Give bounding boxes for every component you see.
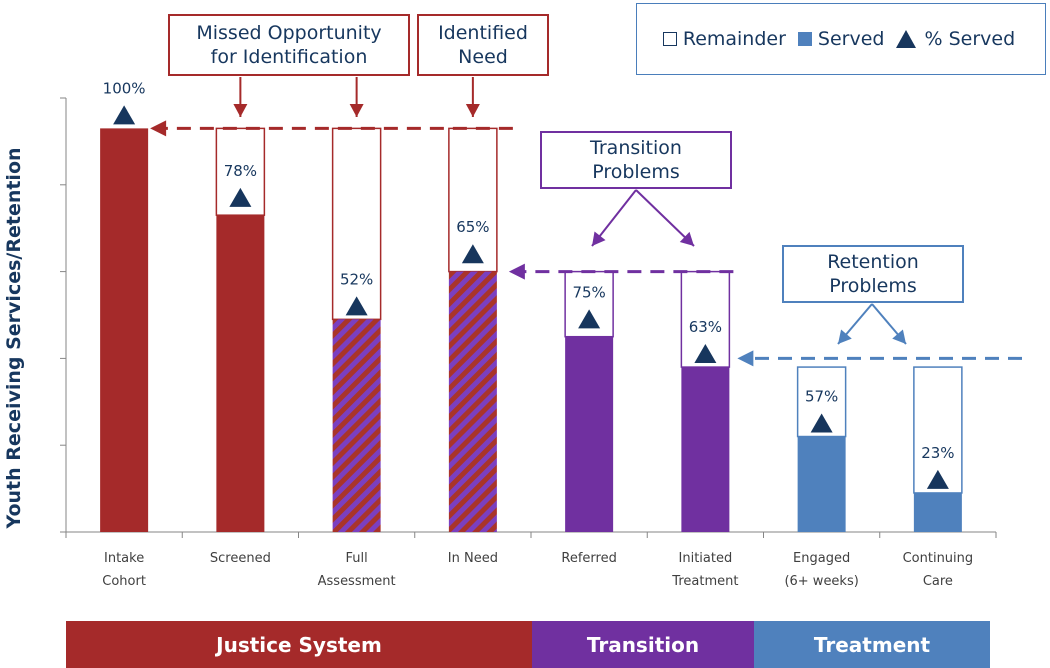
- pct-marker-triangle: [345, 296, 368, 316]
- pct-served-label: 52%: [340, 270, 373, 288]
- band-transition: Transition: [532, 621, 754, 668]
- triangle-marker-icon: [896, 30, 917, 48]
- callout-transition-line1: Transition: [590, 137, 682, 159]
- legend-item-served: Served: [797, 28, 885, 50]
- legend-swatch-remainder: [662, 32, 677, 46]
- reference-line-treatment-head: [737, 350, 754, 367]
- legend-label-served: Served: [817, 28, 885, 50]
- legend-swatch-served: [797, 32, 812, 46]
- category-label: In Need: [448, 551, 498, 566]
- callout-missed-opportunity: Missed Opportunity for Identification: [168, 14, 410, 76]
- callout-arrow-transition-referred-head: [592, 231, 606, 246]
- callout-arrow-transition-initiated: [635, 189, 695, 247]
- pct-marker-triangle: [113, 105, 136, 125]
- callout-retention-line2: Problems: [829, 275, 917, 297]
- legend-label-pct-served: % Served: [924, 28, 1016, 50]
- bar-served: [332, 319, 381, 532]
- pct-served-label: 23%: [921, 444, 954, 462]
- bar-remainder: [680, 270, 731, 368]
- category-label: Screened: [210, 551, 271, 566]
- callout-arrow-identified-head: [465, 104, 480, 117]
- pct-served-label: 78%: [224, 162, 257, 180]
- legend-item-pct-served: % Served: [896, 28, 1015, 50]
- pct-marker-triangle: [578, 309, 601, 329]
- band-label-justice-system: Justice System: [216, 632, 382, 657]
- pct-served-label: 63%: [689, 318, 722, 336]
- callout-identified-need: Identified Need: [417, 14, 549, 76]
- bar-served: [681, 367, 730, 532]
- callout-arrow-missed-screened-head: [233, 104, 248, 117]
- category-label: Referred: [561, 551, 616, 566]
- callout-missed-line2: for Identification: [210, 46, 368, 68]
- callout-identified-line2: Need: [458, 46, 508, 68]
- callout-arrow-transition-initiated-head: [679, 231, 694, 246]
- callout-arrow-missed-assessment-head: [349, 104, 364, 117]
- band-label-transition: Transition: [586, 632, 700, 657]
- bar-remainder: [331, 127, 382, 321]
- reference-line-transition-head: [508, 263, 525, 280]
- pct-marker-triangle: [694, 344, 717, 364]
- category-label: Engaged(6+ weeks): [784, 551, 858, 589]
- callout-retention-problems: Retention Problems: [782, 245, 964, 303]
- pct-served-label: 75%: [572, 283, 605, 301]
- callout-retention-line1: Retention: [827, 251, 919, 273]
- bar-served: [797, 436, 846, 532]
- legend-label-remainder: Remainder: [682, 28, 786, 50]
- callout-arrow-retention-engaged-head: [838, 329, 852, 344]
- callout-transition-line2: Problems: [592, 161, 680, 183]
- pct-marker-triangle: [810, 413, 833, 433]
- callout-transition-problems: Transition Problems: [540, 131, 732, 189]
- band-treatment: Treatment: [754, 621, 990, 668]
- band-label-treatment: Treatment: [813, 632, 931, 657]
- pct-marker-triangle: [461, 244, 484, 264]
- callout-missed-line1: Missed Opportunity: [196, 22, 382, 44]
- pct-marker-triangle: [229, 187, 252, 207]
- bar-served: [216, 215, 265, 532]
- bar-served: [448, 271, 497, 532]
- pct-served-label: 65%: [456, 218, 489, 236]
- band-justice-system: Justice System: [66, 621, 532, 668]
- reference-line-justice-head: [150, 120, 167, 137]
- pct-marker-triangle: [926, 469, 949, 489]
- bar-served: [913, 492, 962, 532]
- callout-arrow-retention-continuing-head: [892, 329, 906, 344]
- pct-served-label: 100%: [103, 79, 146, 97]
- legend-item-remainder: Remainder: [662, 28, 786, 50]
- callout-identified-line1: Identified: [438, 22, 528, 44]
- y-axis-label: Youth Receiving Services/Retention: [3, 147, 25, 529]
- bar-served: [565, 336, 614, 532]
- bar-served: [100, 128, 149, 532]
- pct-served-label: 57%: [805, 388, 838, 406]
- legend: Remainder Served % Served: [636, 3, 1046, 75]
